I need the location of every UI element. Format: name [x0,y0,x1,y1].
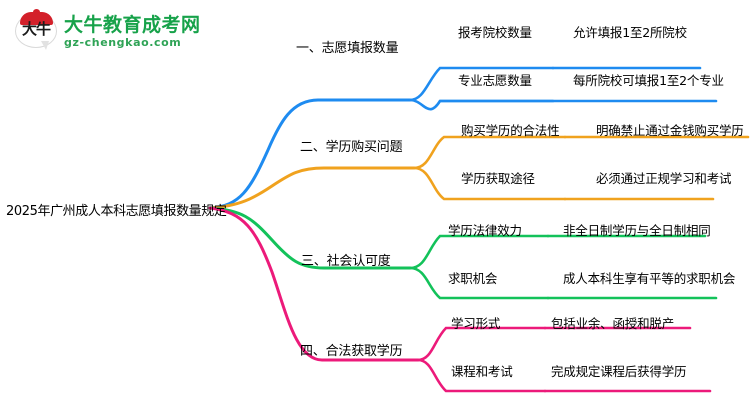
mindmap-root-node[interactable]: 2025年广州成人本科志愿填报数量规定 [6,204,227,219]
branch-3-child-2-detail[interactable]: 成人本科生享有平等的求职机会 [563,271,736,286]
connector-branch2-child1 [412,135,567,170]
branch-label-3[interactable]: 三、社会认可度 [301,254,391,269]
connector-branch3-child1 [408,234,550,270]
branch-4-child-1-label[interactable]: 学习形式 [451,316,501,331]
branch-1-child-1-label[interactable]: 报考院校数量 [458,25,532,40]
branch-label-2[interactable]: 二、学历购买问题 [300,140,403,155]
branch-2-child-1-detail[interactable]: 明确禁止通过金钱购买学历 [596,123,744,138]
logo-glyph-text: 大牛 [21,20,51,38]
branch-4-child-2-label[interactable]: 课程和考试 [451,364,513,379]
branch-2-child-1-label[interactable]: 购买学历的合法性 [461,123,560,138]
branch-3-child-2-label[interactable]: 求职机会 [448,271,498,286]
branch-2-child-2-label[interactable]: 学历获取途径 [461,171,535,186]
brand-domain: gz-chengkao.com [64,35,182,49]
brand-name: 大牛教育成考网 [64,13,201,36]
branch-1-child-2-label[interactable]: 专业志愿数量 [458,73,532,88]
branch-4-child-2-detail[interactable]: 完成规定课程后获得学历 [551,364,687,379]
connector-root-branch-2 [208,166,416,210]
connector-branch4-child1 [416,326,547,362]
branch-1-child-2-detail[interactable]: 每所院校可填报1至2个专业 [573,73,724,88]
connector-branch1-child2 [408,98,555,111]
branch-label-1[interactable]: 一、志愿填报数量 [296,41,399,56]
branch-3-child-1-detail[interactable]: 非全日制学历与全日制相同 [563,223,711,238]
branch-4-child-1-detail[interactable]: 包括业余、函授和脱产 [551,316,675,331]
branch-label-4[interactable]: 四、合法获取学历 [300,344,403,359]
connector-root-branch-4 [208,206,420,362]
branch-1-child-1-detail[interactable]: 允许填报1至2所院校 [573,25,687,40]
branch-3-child-1-label[interactable]: 学历法律效力 [448,223,522,238]
speech-bubble-logo-icon: 大牛 [14,9,58,53]
branch-2-child-2-detail[interactable]: 必须通过正规学习和考试 [596,171,732,186]
site-watermark: 大牛 大牛教育成考网 gz-chengkao.com [14,6,214,58]
